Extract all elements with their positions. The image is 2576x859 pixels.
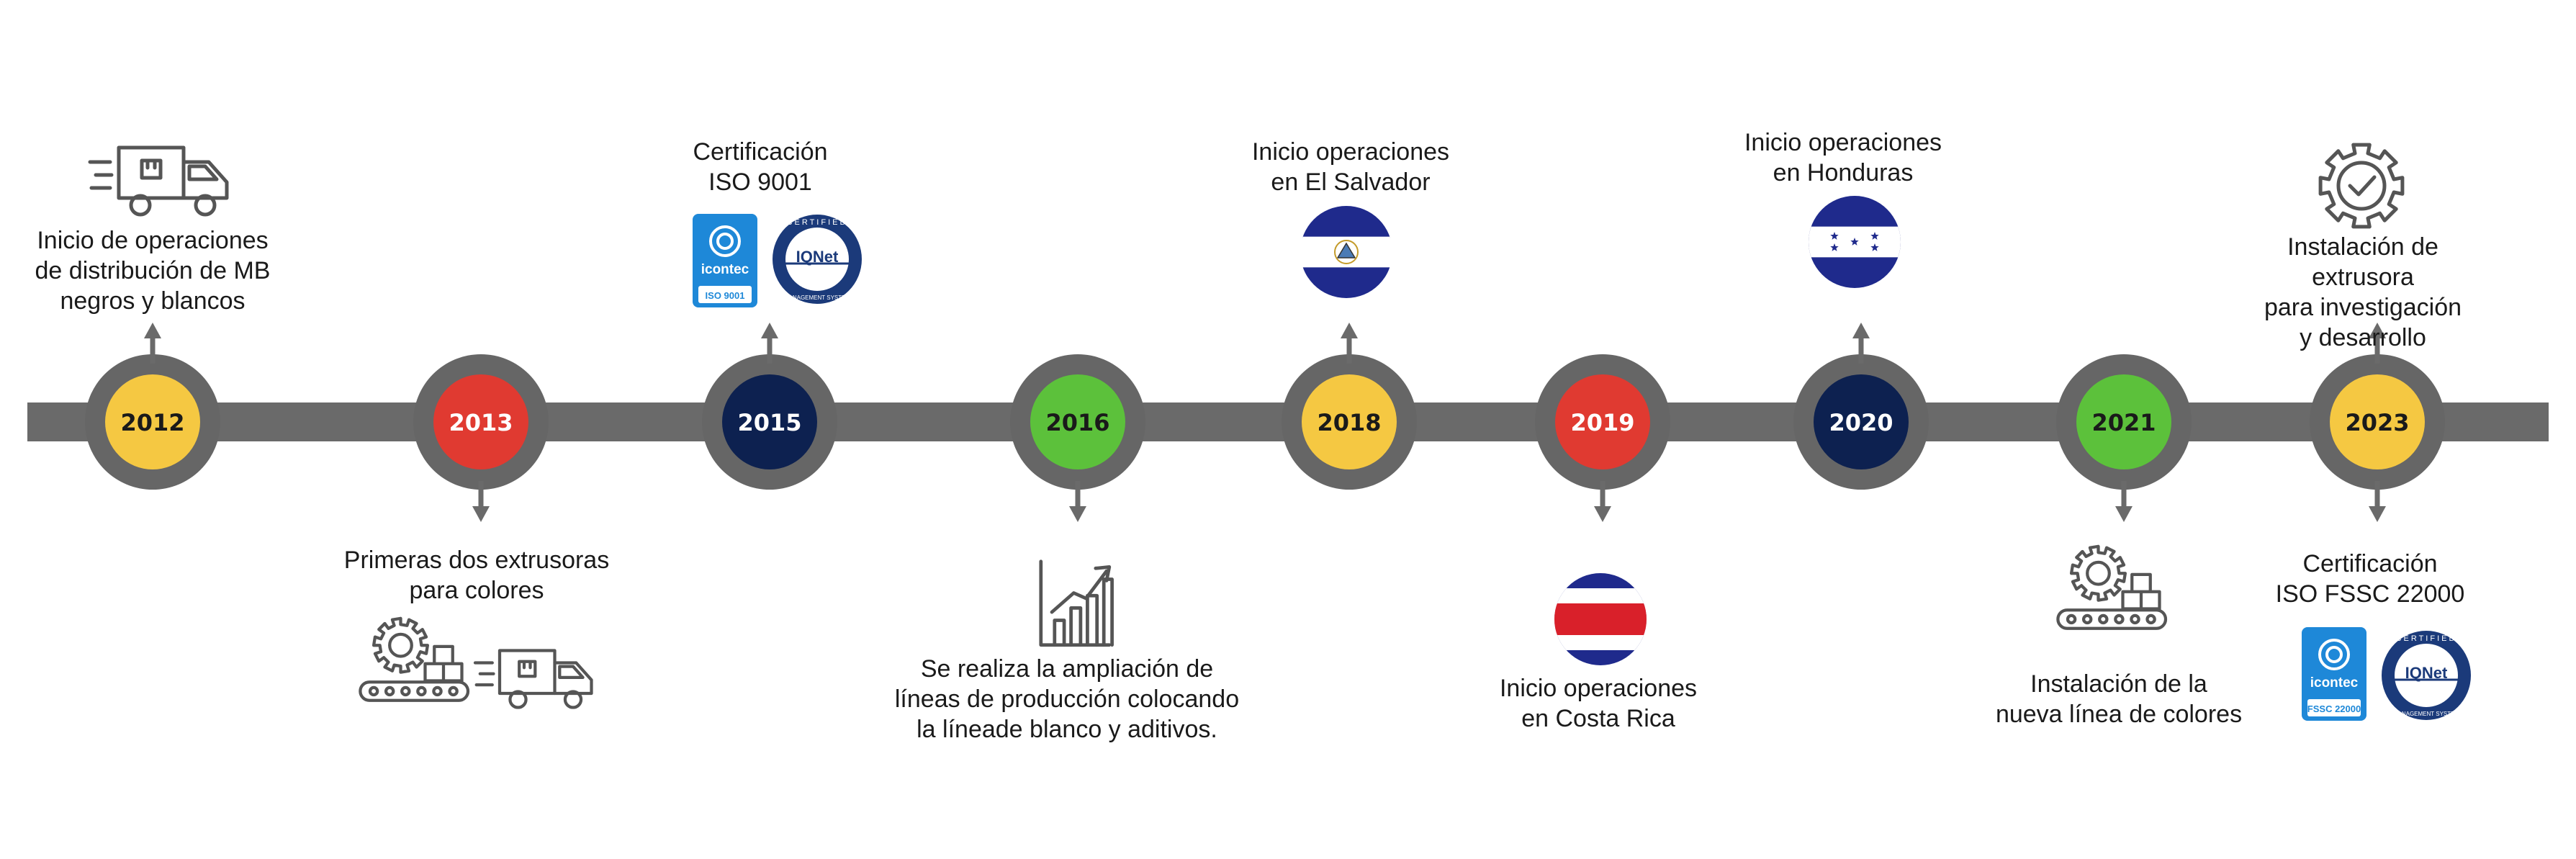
year-disc bbox=[1030, 374, 1125, 469]
icontec-label: icontec bbox=[701, 262, 749, 277]
year-disc bbox=[1814, 374, 1909, 469]
year-label-2016: 2016 bbox=[1045, 409, 1109, 436]
arrowhead-up bbox=[761, 323, 778, 338]
icontec-standard: ISO 9001 bbox=[706, 290, 745, 301]
milestone-2013: 2013 bbox=[413, 354, 549, 490]
milestone-2013-text: Primeras dos extrusoras para colores bbox=[343, 547, 610, 604]
arrowhead-up bbox=[1852, 323, 1870, 338]
icontec-standard: FSSC 22000 bbox=[2307, 703, 2361, 714]
iqnet-ring-text: CERTIFIED bbox=[2396, 634, 2457, 643]
year-label-2012: 2012 bbox=[120, 409, 184, 436]
arrowhead-down bbox=[1594, 506, 1611, 522]
year-disc bbox=[433, 374, 528, 469]
honduras-flag-icon bbox=[1809, 196, 1901, 288]
milestone-2015: 2015 bbox=[702, 354, 837, 490]
milestone-2020-text: Inicio operaciones en Honduras bbox=[1744, 129, 1942, 186]
year-disc bbox=[2330, 374, 2425, 469]
milestone-2023: 2023 bbox=[2310, 354, 2445, 490]
arrowhead-up bbox=[2369, 323, 2386, 338]
milestone-2020: 2020 bbox=[1793, 354, 1929, 490]
milestone-2021-text: Instalación de la nueva línea de colores bbox=[1995, 670, 2243, 728]
milestone-2016: 2016 bbox=[1010, 354, 1145, 490]
milestone-2012: 2012 bbox=[85, 354, 220, 490]
year-label-2019: 2019 bbox=[1570, 409, 1634, 436]
iqnet-ring-text: CERTIFIED bbox=[787, 218, 848, 227]
icontec-label: icontec bbox=[2310, 675, 2359, 691]
milestone-2015-text: Certificación ISO 9001 bbox=[693, 138, 828, 196]
iqnet-ring-text-bottom: MANAGEMENT SYSTEM bbox=[784, 294, 851, 301]
iqnet-ring-text-bottom: MANAGEMENT SYSTEM bbox=[2393, 711, 2460, 717]
milestone-2023-text-top: Instalación de extrusora para investigac… bbox=[2264, 233, 2462, 351]
year-disc bbox=[1555, 374, 1650, 469]
year-disc bbox=[1302, 374, 1397, 469]
iqnet-certified-logo: IQNet CERTIFIED MANAGEMENT SYSTEM bbox=[2382, 631, 2471, 720]
year-label-2018: 2018 bbox=[1317, 409, 1381, 436]
milestone-2019: 2019 bbox=[1535, 354, 1670, 490]
year-disc bbox=[2076, 374, 2171, 469]
arrowhead-up bbox=[1341, 323, 1358, 338]
milestone-2019-text: Inicio operaciones en Costa Rica bbox=[1499, 675, 1698, 732]
year-label-2023: 2023 bbox=[2345, 409, 2409, 436]
milestone-2016-text: Se realiza la ampliación de líneas de pr… bbox=[894, 655, 1240, 743]
milestone-2021: 2021 bbox=[2056, 354, 2192, 490]
arrowhead-down bbox=[2115, 506, 2133, 522]
milestone-2018-text: Inicio operaciones en El Salvador bbox=[1251, 138, 1450, 196]
year-label-2015: 2015 bbox=[737, 409, 801, 436]
year-disc bbox=[722, 374, 817, 469]
iqnet-certified-logo: IQNet CERTIFIED MANAGEMENT SYSTEM bbox=[773, 215, 862, 304]
arrowhead-down bbox=[472, 506, 490, 522]
milestone-2018: 2018 bbox=[1282, 354, 1417, 490]
costa-rica-flag-icon bbox=[1554, 573, 1647, 665]
el-salvador-flag-icon bbox=[1300, 206, 1392, 298]
milestone-2012-text: Inicio de operaciones de distribución de… bbox=[35, 227, 271, 315]
year-label-2020: 2020 bbox=[1829, 409, 1893, 436]
arrowhead-down bbox=[1069, 506, 1086, 522]
milestone-2023-text-bottom: Certificación ISO FSSC 22000 bbox=[2275, 550, 2465, 608]
iqnet-label: IQNet bbox=[796, 248, 839, 266]
arrowhead-down bbox=[2369, 506, 2386, 522]
year-label-2013: 2013 bbox=[449, 409, 513, 436]
arrowhead-up bbox=[144, 323, 161, 338]
year-disc bbox=[105, 374, 200, 469]
iqnet-label: IQNet bbox=[2405, 664, 2448, 682]
year-label-2021: 2021 bbox=[2091, 409, 2156, 436]
